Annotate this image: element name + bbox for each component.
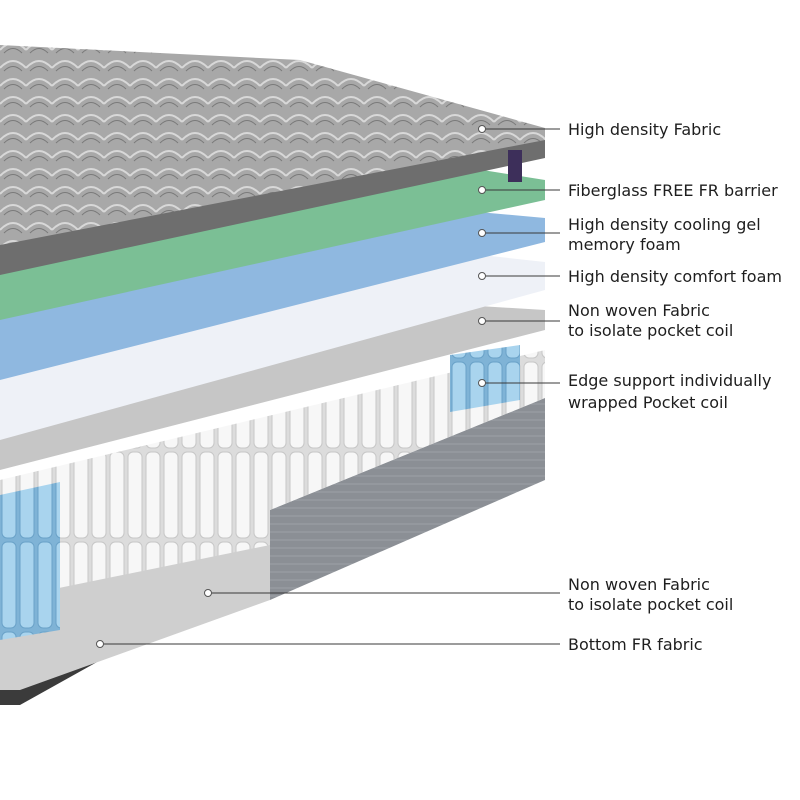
- label-comfort-foam: High density comfort foam: [568, 267, 782, 286]
- edge-coils-left: [0, 482, 60, 640]
- label-high-density-fabric: High density Fabric: [568, 120, 721, 139]
- callout-dots: [96, 125, 486, 648]
- label-nonwoven-top: Non woven Fabric to isolate pocket coil: [568, 301, 733, 340]
- edge-coils-back: [450, 345, 520, 412]
- label-bottom-fr-fabric: Bottom FR fabric: [568, 635, 703, 654]
- label-nonwoven-bottom: Non woven Fabric to isolate pocket coil: [568, 575, 733, 614]
- fr-barrier-layer: [0, 160, 545, 320]
- top-fabric-edge: [0, 140, 545, 275]
- brand-tag: [508, 150, 522, 182]
- label-fr-barrier: Fiberglass FREE FR barrier: [568, 181, 778, 200]
- side-border: [270, 398, 545, 600]
- label-gel-memory-foam: High density cooling gel memory foam: [568, 215, 766, 254]
- leader-lines: [100, 128, 560, 645]
- top-fabric-layer: [0, 45, 545, 265]
- nonwoven-top-layer: [0, 300, 545, 470]
- gel-foam-layer: [0, 205, 545, 380]
- comfort-foam-layer: [0, 245, 545, 440]
- pocket-coil-block: [0, 350, 545, 600]
- label-edge-support-coil: Edge support individually wrapped Pocket…: [568, 371, 777, 412]
